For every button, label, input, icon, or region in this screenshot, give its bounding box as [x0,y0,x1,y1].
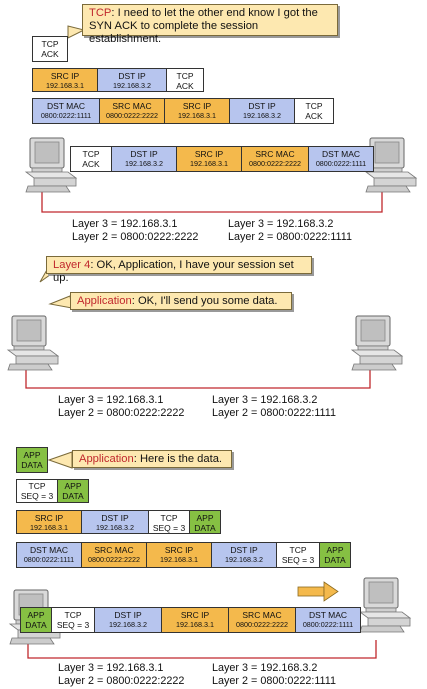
computer-icon [7,315,59,371]
arrow-right-icon [297,581,339,602]
application-data-callout: Application: Here is the data. [72,450,232,468]
wire-s1 [41,183,383,213]
application-callout: Application: OK, I'll send you some data… [70,292,292,310]
callout-tail [48,295,73,309]
tcp-callout: TCP: I need to let the other end know I … [82,4,338,45]
callout-text: SYN ACK to complete the session establis… [89,20,259,45]
callout-tail [67,25,86,39]
computer-icon [359,577,411,633]
computer-icon [25,137,77,193]
layer4-callout: Layer 4: OK, Application, I have your se… [46,256,312,284]
callout-highlight: TCP [89,7,112,19]
wire-s2 [25,365,371,389]
callout-text: : I need to let the other end know I got… [111,7,318,19]
wire-s3 [27,640,377,659]
callout-tail [47,451,73,469]
computer-icon [351,315,403,371]
